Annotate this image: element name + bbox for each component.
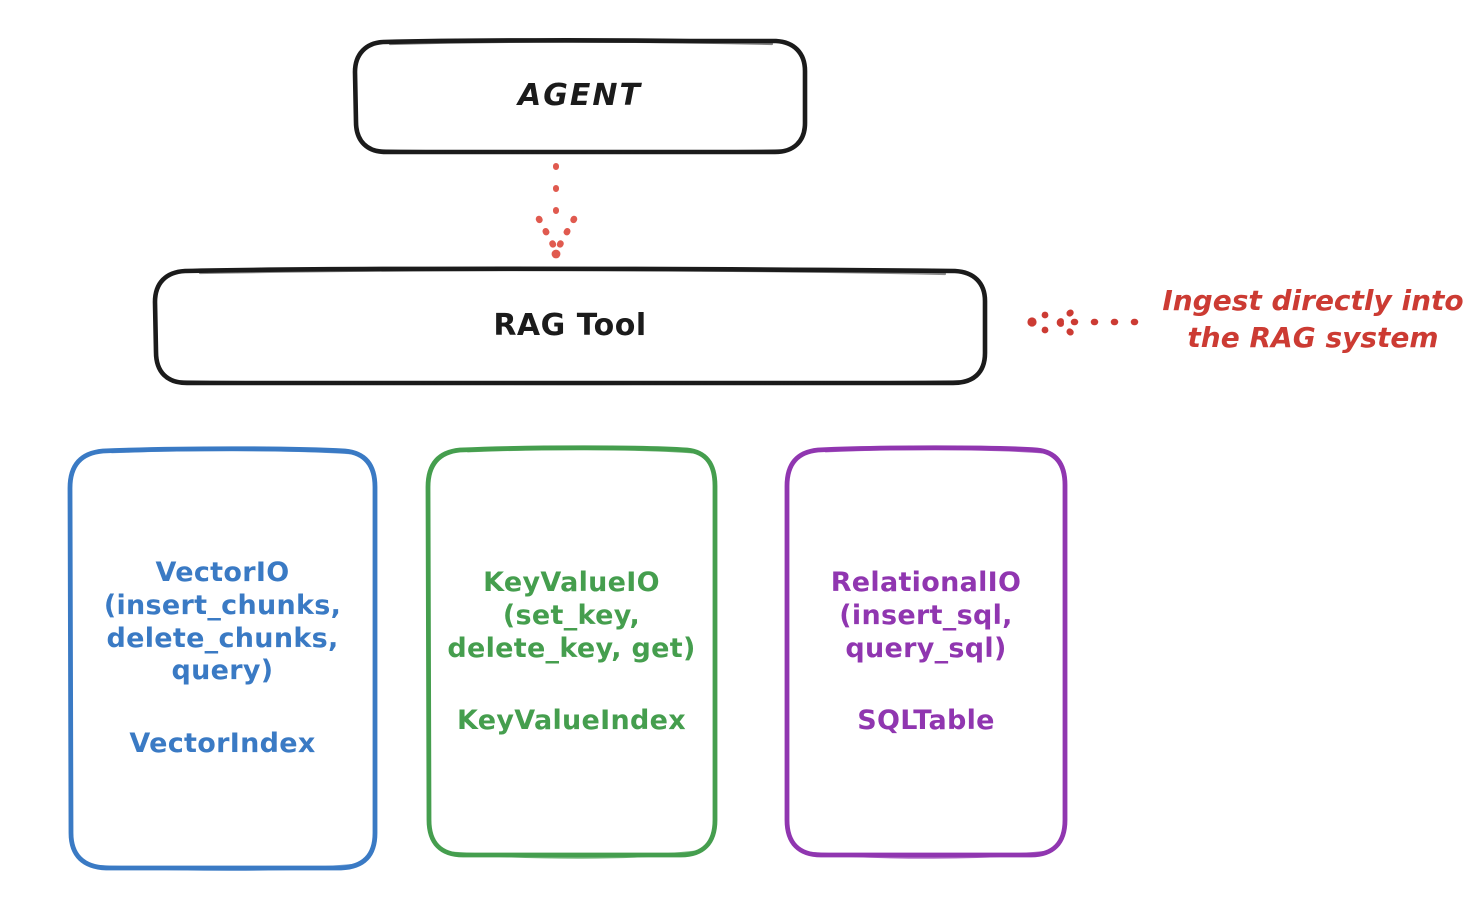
agent-box[interactable] [352, 38, 808, 155]
vectorio-box[interactable] [67, 446, 378, 871]
ragtool-box[interactable] [152, 266, 988, 386]
keyvalueio-box[interactable] [425, 445, 718, 859]
ingest-arrow [1027, 302, 1139, 343]
relationalio-box[interactable] [784, 445, 1068, 859]
agent-to-ragtool-connector [535, 163, 578, 259]
